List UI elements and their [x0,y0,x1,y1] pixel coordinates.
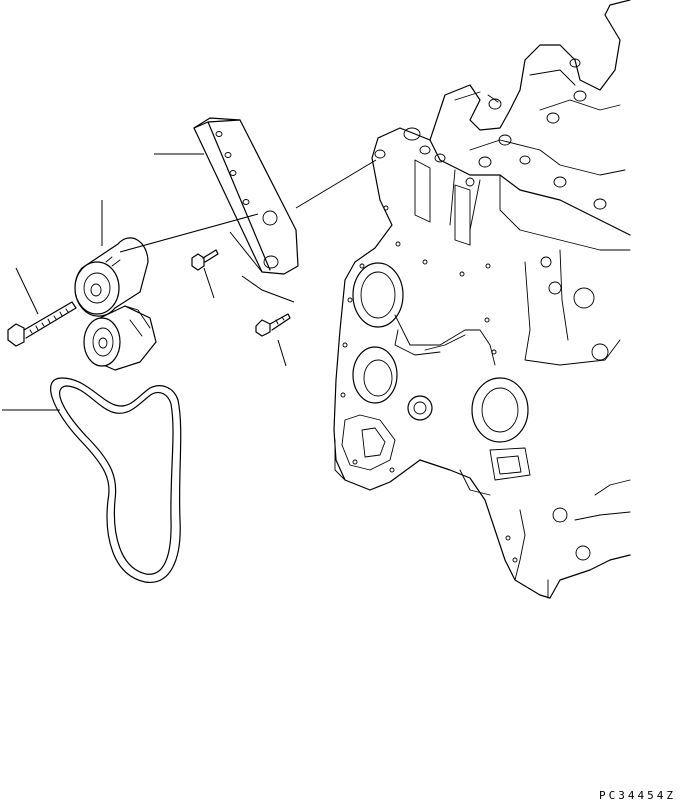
idler-pulley-icon [74,237,149,317]
tensioner-pulley-icon [83,305,157,371]
mounting-bracket-icon [193,117,299,275]
leader-lines [2,153,377,411]
engine-front-case-icon [333,0,631,599]
long-bolt-icon [7,301,77,347]
drive-belt-icon [50,377,182,583]
figure-code: PC34454Z [599,789,676,802]
short-bolt-icon [191,249,291,337]
